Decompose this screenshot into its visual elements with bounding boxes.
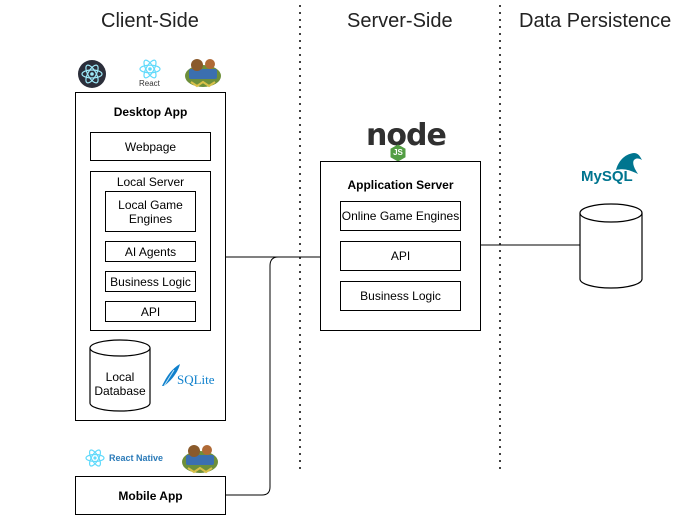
react-native-logo-text: React Native [109,453,164,463]
desktop-app-title: Desktop App [113,105,188,119]
local-game-engines-box: Local Game Engines [105,191,196,232]
local-business-logic-box: Business Logic [105,271,196,292]
game-mascot-icon-mobile [180,442,220,474]
ai-agents-box: AI Agents [105,241,196,262]
react-logo-label: React [139,79,160,88]
column-title-server: Server-Side [347,10,453,32]
local-api-box: API [105,301,196,322]
node-js-label: JS [393,148,403,157]
electron-icon [77,59,107,89]
local-database-label: Local Database [94,370,146,398]
server-business-logic-box: Business Logic [340,281,461,311]
react-native-icon [84,448,106,468]
mysql-dolphin-icon [612,150,644,176]
mysql-logo-text: MySQL [581,168,633,185]
node-logo-text: node [366,118,447,153]
connector-mobile-api [226,256,340,496]
column-title-client: Client-Side [101,10,199,32]
server-api-box: API [340,241,461,271]
application-server-title: Application Server [347,178,454,192]
mysql-database-cylinder [579,203,643,289]
sqlite-logo-text: SQLite [177,372,215,387]
node-js-hexagon-icon [389,144,407,162]
column-title-persistence: Data Persistence [519,10,672,32]
react-icon [138,59,162,79]
local-database-cylinder [89,339,151,413]
webpage-box: Webpage [90,132,211,161]
online-game-engines-box: Online Game Engines [340,201,461,231]
local-server-title: Local Server [116,175,185,189]
game-mascot-icon [183,56,223,88]
sqlite-feather-icon [160,362,182,388]
mobile-app-box: Mobile App [75,476,226,515]
